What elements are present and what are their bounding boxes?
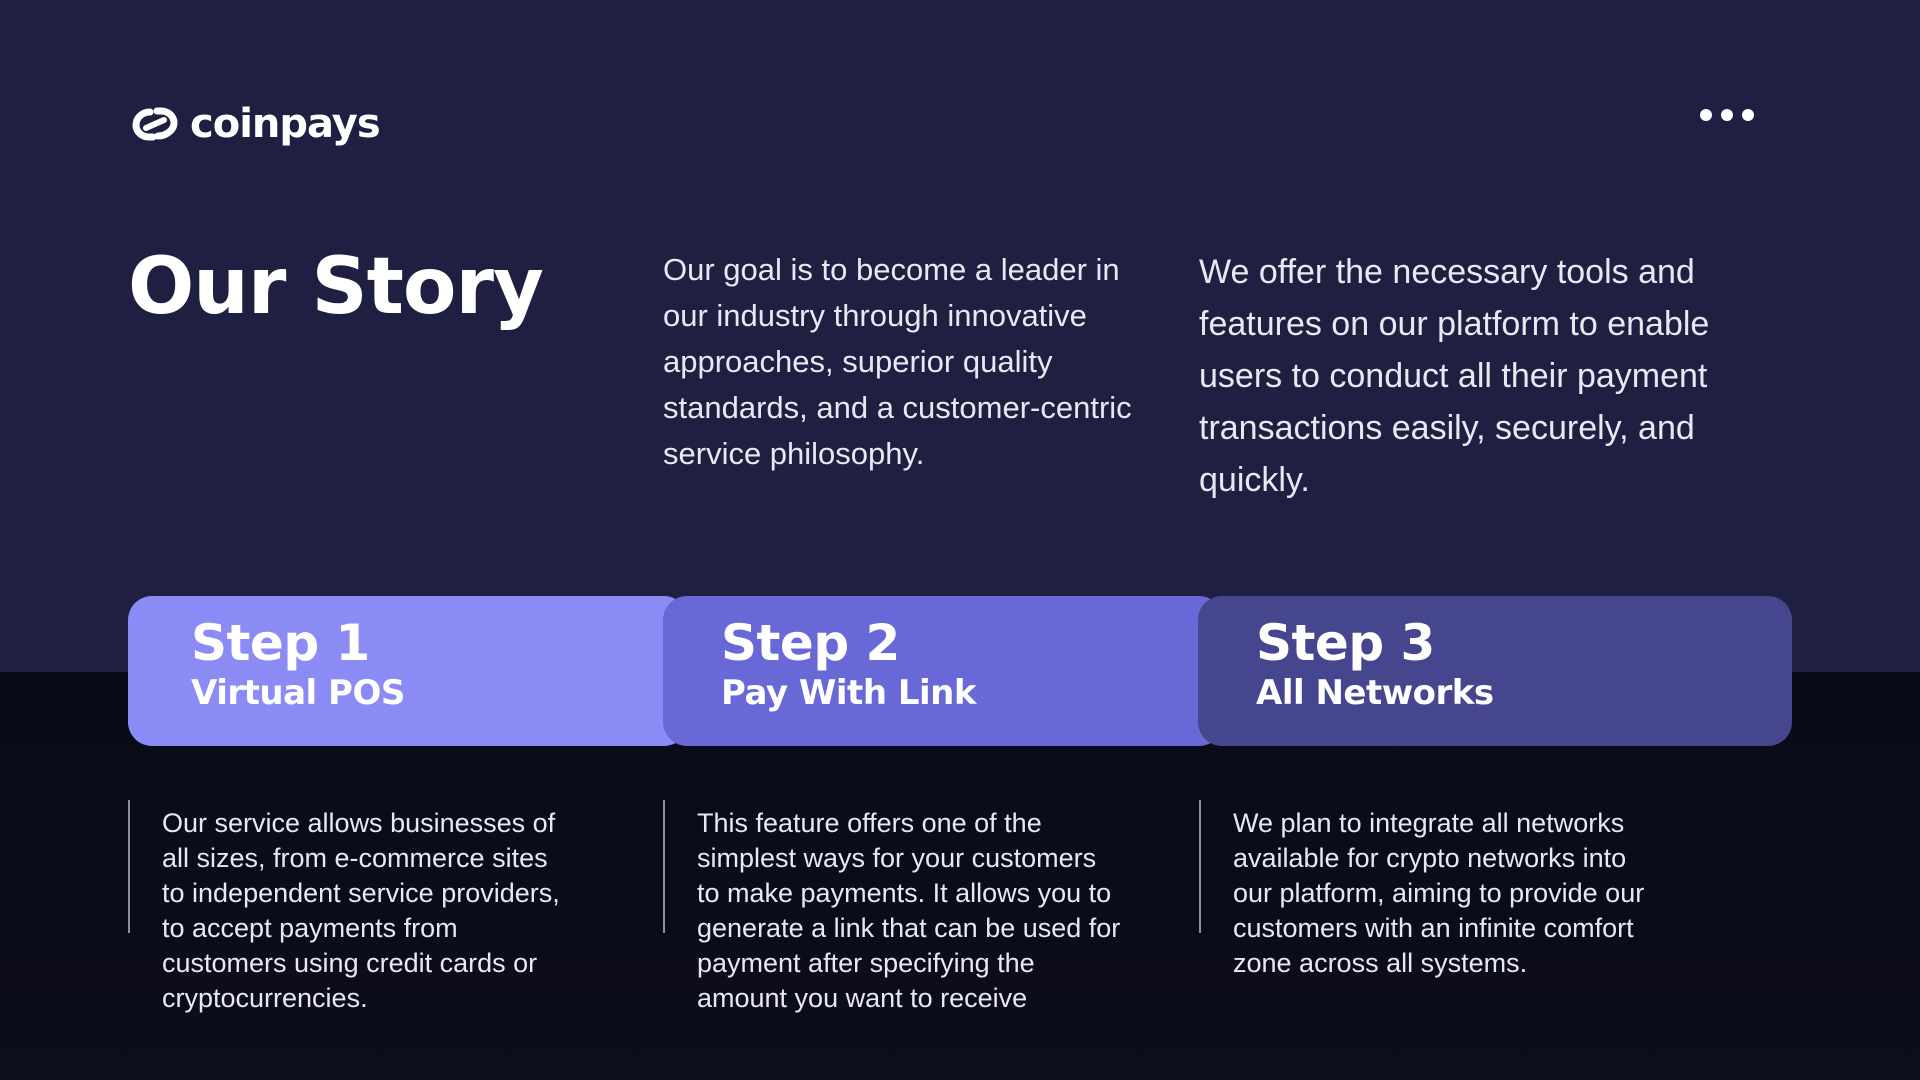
brand-logo[interactable]: coinpays (128, 101, 381, 147)
step-tab-3[interactable]: Step 3 All Networks (1198, 596, 1792, 746)
step-tab-1[interactable]: Step 1 Virtual POS (128, 596, 688, 746)
intro-offer-text: We offer the necessary tools and feature… (1199, 253, 1710, 499)
step-description-3: We plan to integrate all networks availa… (1199, 800, 1659, 978)
more-horizontal-icon-dot (1742, 109, 1754, 121)
step-description-text: This feature offers one of the simplest … (697, 808, 1121, 1013)
page-title: Our Story (128, 242, 544, 332)
step-title: Step 3 (1256, 614, 1435, 672)
step-subtitle: All Networks (1256, 673, 1494, 713)
brand-name: coinpays (190, 101, 381, 147)
more-options-button[interactable] (1700, 106, 1754, 124)
steps-bar: Step 1 Virtual POS Step 2 Pay With Link … (128, 596, 1792, 746)
more-horizontal-icon-dot (1700, 109, 1712, 121)
step-title: Step 2 (721, 614, 900, 672)
step-subtitle: Pay With Link (721, 673, 977, 713)
intro-goal-text: Our goal is to become a leader in our in… (663, 252, 1132, 471)
step-description-text: Our service allows businesses of all siz… (162, 808, 560, 1013)
step-description-1: Our service allows businesses of all siz… (128, 800, 568, 1013)
step-description-text: We plan to integrate all networks availa… (1233, 808, 1645, 978)
step-description-2: This feature offers one of the simplest … (663, 800, 1123, 1013)
coinpays-logo-icon (132, 107, 178, 141)
step-tab-2[interactable]: Step 2 Pay With Link (663, 596, 1223, 746)
more-horizontal-icon-dot (1721, 109, 1733, 121)
step-title: Step 1 (191, 614, 370, 672)
step-subtitle: Virtual POS (191, 673, 405, 713)
